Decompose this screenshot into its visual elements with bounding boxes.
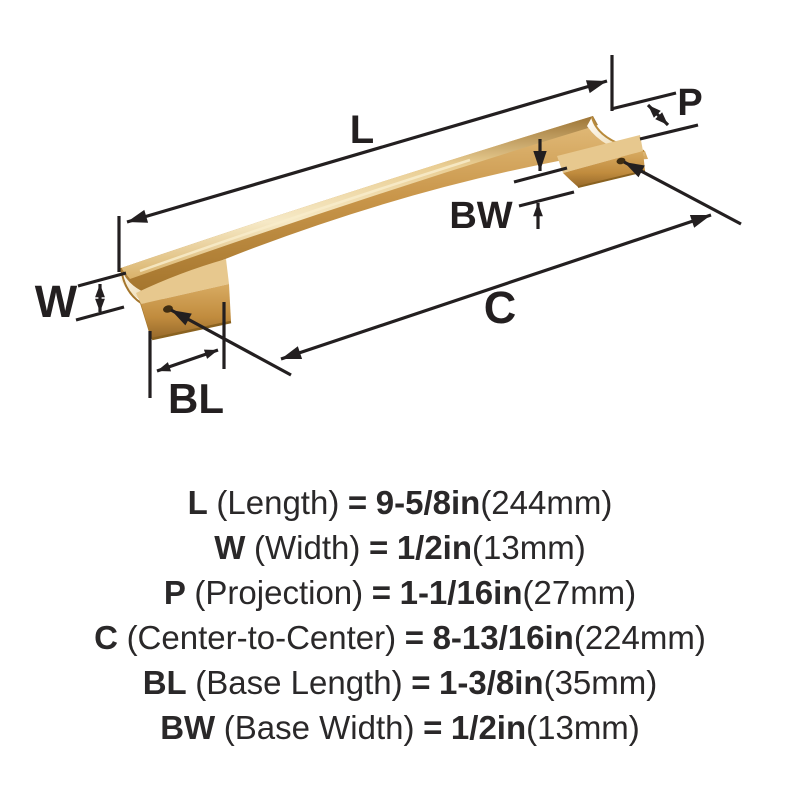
spec-metric: (224mm): [573, 619, 706, 656]
dimension-label-BW: BW: [449, 195, 512, 237]
P-tick-lower: [639, 123, 699, 141]
BW-tick-lower: [518, 190, 575, 208]
L-dim-line: [126, 79, 608, 224]
spec-value: 1/2in: [450, 709, 527, 746]
spec-equals: =: [347, 484, 368, 521]
spec-row-projection: P (Projection) = 1-1/16in (27mm): [0, 570, 800, 615]
spec-name: (Center-to-Center): [126, 619, 397, 656]
dimension-label-P: P: [677, 82, 702, 124]
C-leader-right: [623, 160, 742, 226]
spec-metric: (13mm): [472, 529, 586, 566]
spec-name: (Base Length): [195, 664, 403, 701]
spec-name: (Base Width): [223, 709, 415, 746]
spec-value: 1-3/8in: [439, 664, 544, 701]
spec-row-center-to-center: C (Center-to-Center) = 8-13/16in (224mm): [0, 615, 800, 660]
spec-value: 9-5/8in: [375, 484, 481, 521]
spec-equals: =: [411, 664, 431, 701]
P-tick-upper: [610, 91, 677, 111]
dimension-label-C: C: [484, 282, 517, 333]
dimension-P: [610, 91, 699, 141]
spec-metric: (13mm): [526, 709, 640, 746]
dimension-L: [117, 55, 614, 272]
spec-metric: (244mm): [480, 484, 613, 521]
spec-row-length: L (Length) = 9-5/8in (244mm): [0, 480, 800, 525]
spec-metric: (35mm): [543, 664, 658, 701]
BW-tick-upper: [513, 166, 568, 184]
spec-abbr: P: [163, 574, 186, 611]
dimension-BL: [148, 302, 226, 398]
spec-abbr: BL: [142, 664, 187, 701]
handle-dimension-diagram: L P W BW C BL: [35, 55, 742, 422]
spec-equals: =: [423, 709, 443, 746]
spec-equals: =: [404, 619, 424, 656]
P-dim-line: [646, 103, 670, 127]
spec-value: 1-1/16in: [399, 574, 523, 611]
left-foot-bottom-edge: [151, 320, 232, 341]
spec-row-base-width: BW (Base Width) = 1/2in (13mm): [0, 705, 800, 750]
spec-name: (Length): [216, 484, 340, 521]
dimension-W: [75, 271, 127, 322]
C-dim-line: [280, 213, 712, 361]
spec-name: (Width): [254, 529, 361, 566]
spec-row-base-length: BL (Base Length) = 1-3/8in (35mm): [0, 660, 800, 705]
spec-abbr: W: [214, 529, 246, 566]
dimension-C: [170, 160, 742, 377]
BL-dim-line: [156, 348, 219, 373]
spec-equals: =: [368, 529, 389, 566]
spec-row-width: W (Width) = 1/2in (13mm): [0, 525, 800, 570]
spec-value: 1/2in: [396, 529, 473, 566]
handle-illustration: [116, 116, 648, 341]
spec-abbr: L: [187, 484, 208, 521]
W-tick-lower: [75, 305, 125, 322]
dimension-label-L: L: [350, 108, 374, 152]
left-foot-top: [136, 259, 229, 304]
spec-abbr: C: [94, 619, 118, 656]
right-screw-hole: [616, 157, 626, 165]
spec-metric: (27mm): [522, 574, 637, 611]
dimension-label-BL: BL: [168, 375, 224, 422]
dimension-label-W: W: [35, 276, 78, 327]
W-tick-upper: [77, 271, 127, 288]
left-screw-hole: [163, 305, 173, 313]
spec-name: (Projection): [194, 574, 364, 611]
spec-equals: =: [371, 574, 392, 611]
spec-value: 8-13/16in: [432, 619, 574, 656]
spec-abbr: BW: [160, 709, 216, 746]
C-leader-left: [170, 308, 292, 377]
spec-table: L (Length) = 9-5/8in (244mm) W (Width) =…: [0, 480, 800, 750]
